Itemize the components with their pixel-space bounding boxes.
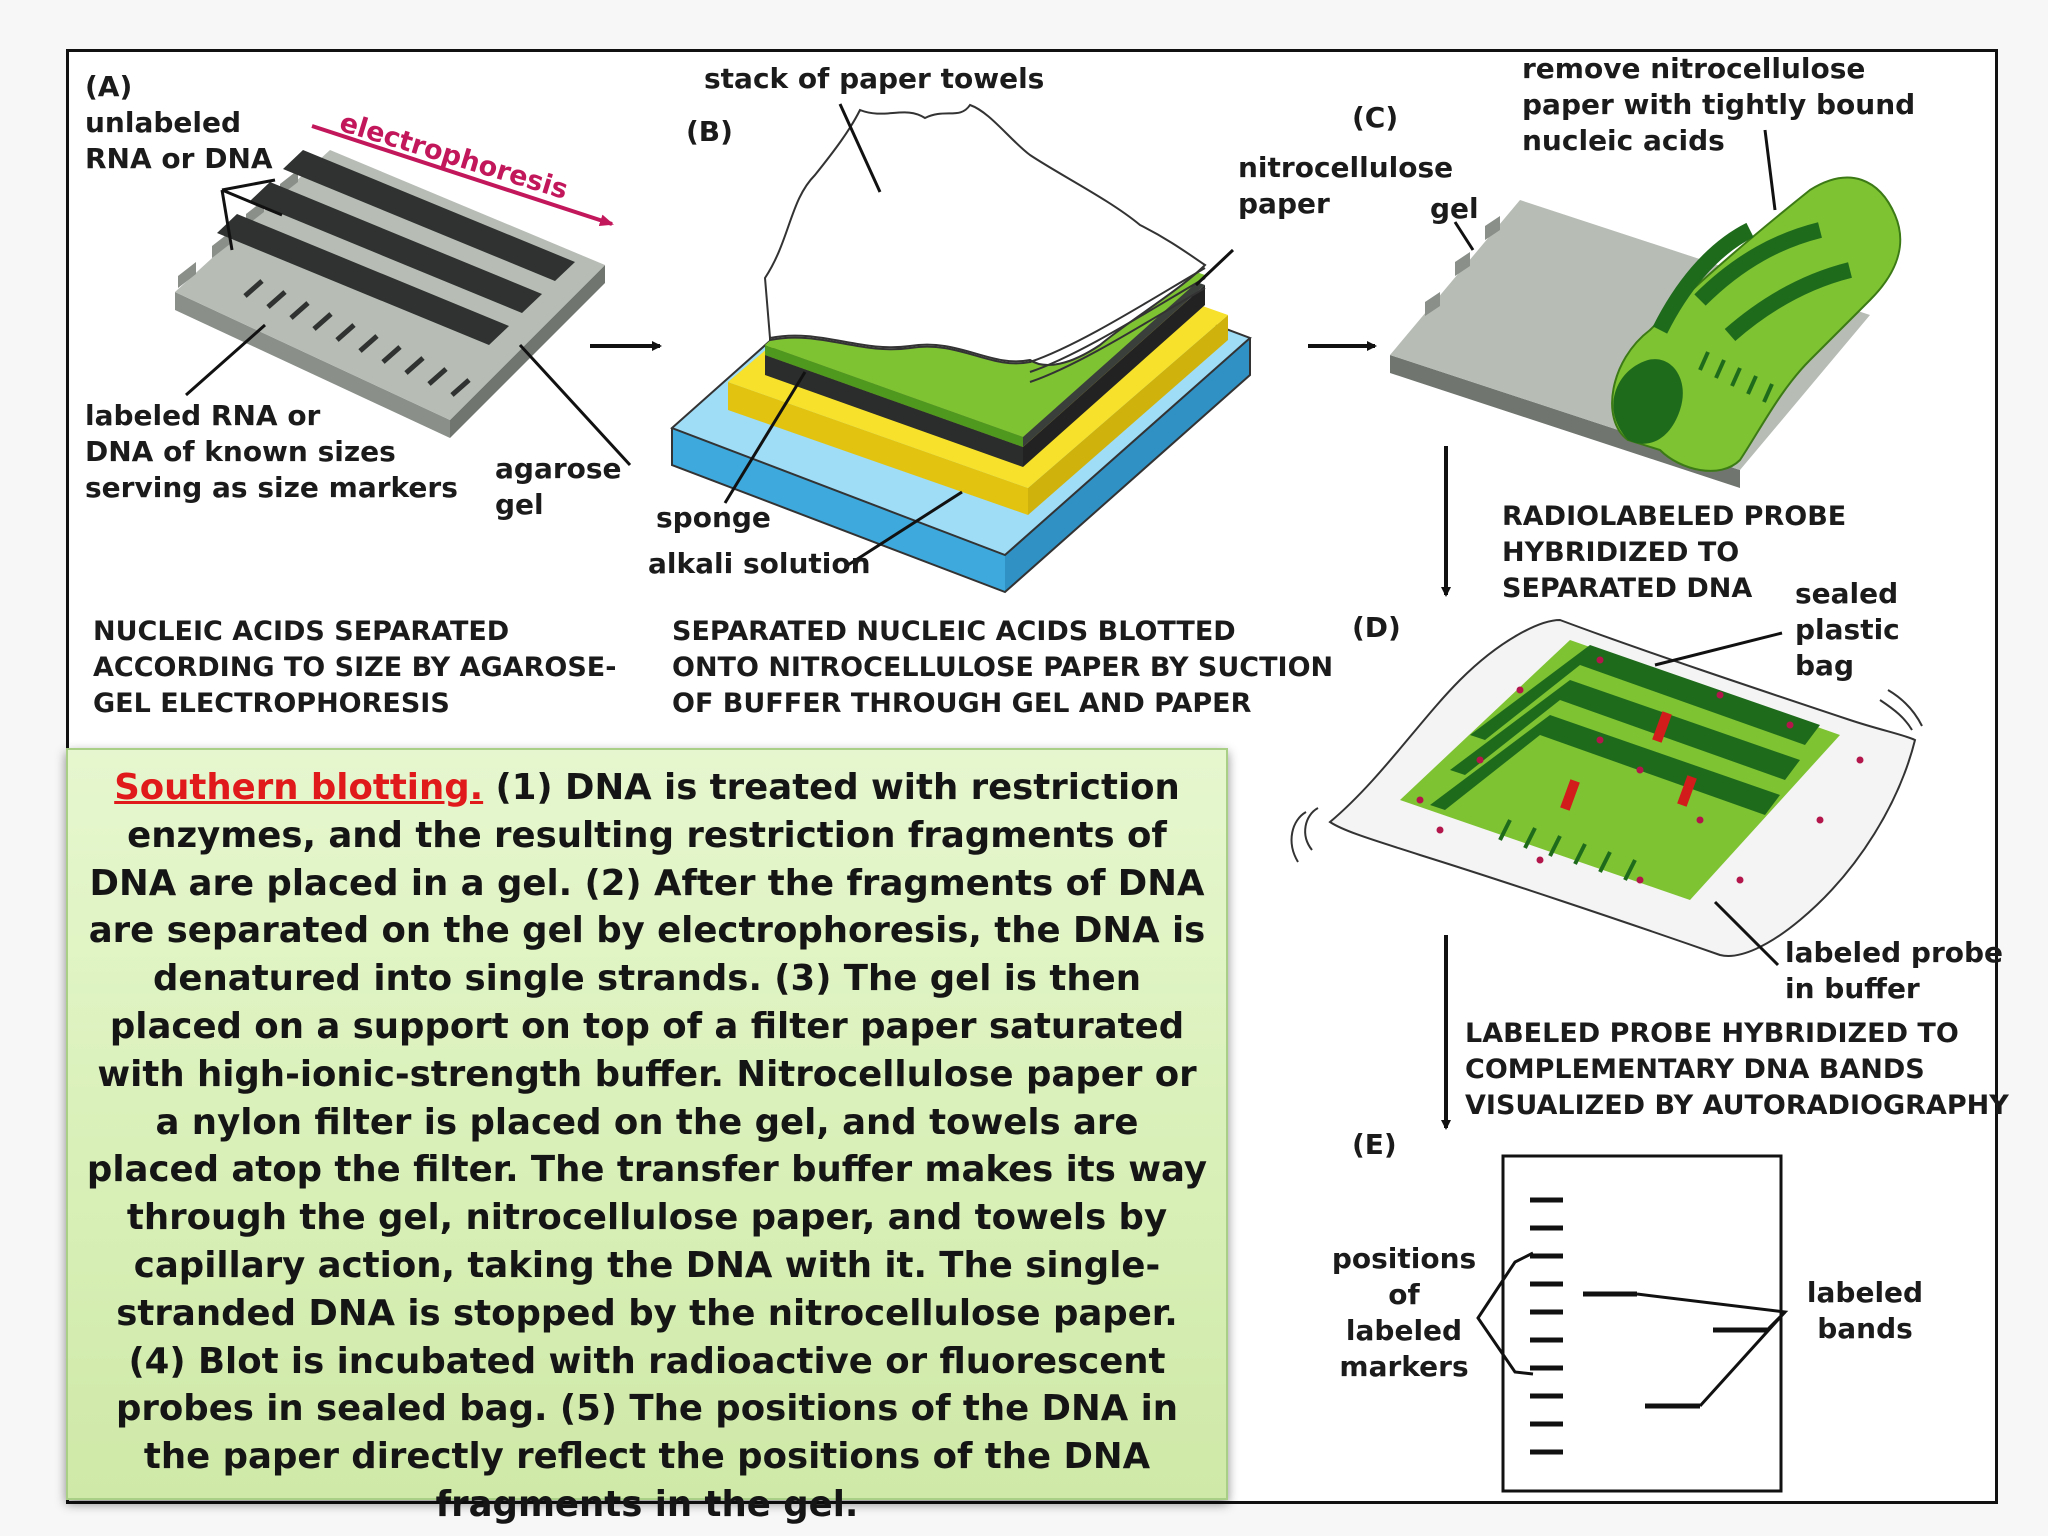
sealed-bag-label-line-1: sealed bbox=[1795, 577, 1898, 610]
caption-heading: Southern blotting. bbox=[114, 767, 484, 808]
step-c-caption-line-2: HYBRIDIZED TO bbox=[1502, 537, 1739, 568]
peeled-nitrocellulose-sheet bbox=[1611, 176, 1902, 472]
agarose-label-line-2: gel bbox=[495, 488, 544, 521]
nitrocellulose-label-line-2: paper bbox=[1238, 187, 1330, 220]
remove-label-line-1: remove nitrocellulose bbox=[1522, 52, 1865, 85]
gel-label: gel bbox=[1430, 192, 1479, 225]
alkali-solution-label: alkali solution bbox=[648, 547, 871, 580]
nitrocellulose-label-line-1: nitrocellulose bbox=[1238, 151, 1453, 184]
panel-d-tag: (D) bbox=[1352, 611, 1401, 644]
sponge-label: sponge bbox=[656, 501, 771, 534]
bands-label-line-1: labeled bbox=[1807, 1276, 1923, 1309]
paper-towel-top bbox=[763, 103, 1207, 366]
panel-c-tag: (C) bbox=[1352, 101, 1398, 134]
markers-label-line-4: markers bbox=[1339, 1350, 1468, 1383]
step-c-caption-line-3: SEPARATED DNA bbox=[1502, 573, 1752, 604]
sample-bands bbox=[1583, 1291, 1767, 1409]
step-d-caption-line-3: VISUALIZED BY AUTORADIOGRAPHY bbox=[1465, 1090, 2009, 1121]
panel-b-blot-stack bbox=[670, 103, 1252, 594]
panel-e-tag: (E) bbox=[1352, 1128, 1397, 1161]
step-b-caption-line-2: ONTO NITROCELLULOSE PAPER BY SUCTION bbox=[672, 652, 1333, 683]
step-a-caption-line-3: GEL ELECTROPHORESIS bbox=[93, 688, 450, 719]
unlabeled-label-line-1: unlabeled bbox=[85, 106, 241, 139]
panel-d-sealed-bag bbox=[1290, 618, 1923, 957]
remove-label-line-2: paper with tightly bound bbox=[1522, 88, 1915, 121]
panel-a-tag: (A) bbox=[85, 70, 132, 103]
panel-c-peel bbox=[1390, 176, 1902, 488]
panel-c-leaders bbox=[1453, 129, 1777, 251]
paper-towels-label: stack of paper towels bbox=[704, 62, 1044, 95]
electrophoresis-arrow bbox=[311, 124, 614, 226]
step-d-caption-line-1: LABELED PROBE HYBRIDIZED TO bbox=[1465, 1018, 1959, 1049]
step-a-caption-line-1: NUCLEIC ACIDS SEPARATED bbox=[93, 616, 509, 647]
unlabeled-label-line-2: RNA or DNA bbox=[85, 142, 273, 175]
southern-blotting-caption: Southern blotting. (1) DNA is treated wi… bbox=[66, 748, 1228, 1525]
labeled-probe-label-line-1: labeled probe bbox=[1785, 936, 2003, 969]
caption-body: (1) DNA is treated with restriction enzy… bbox=[86, 767, 1208, 1525]
step-d-caption-line-2: COMPLEMENTARY DNA BANDS bbox=[1465, 1054, 1925, 1085]
panel-b-leaders bbox=[723, 103, 1235, 567]
panel-e-autoradiograph bbox=[1476, 1154, 1789, 1493]
gel-lanes bbox=[217, 150, 575, 345]
sealed-bag-label-line-3: bag bbox=[1795, 649, 1854, 682]
markers-label-line-3: labeled bbox=[1346, 1314, 1462, 1347]
step-a-caption-line-2: ACCORDING TO SIZE BY AGAROSE- bbox=[93, 652, 616, 683]
panel-a-leaders bbox=[185, 178, 632, 467]
labeled-markers-line-1: labeled RNA or bbox=[85, 399, 321, 432]
step-b-caption-line-3: OF BUFFER THROUGH GEL AND PAPER bbox=[672, 688, 1252, 719]
remove-label-line-3: nucleic acids bbox=[1522, 124, 1725, 157]
marker-bands bbox=[1530, 1197, 1563, 1455]
bands-label-line-2: bands bbox=[1817, 1312, 1913, 1345]
labeled-markers-line-2: DNA of known sizes bbox=[85, 435, 396, 468]
sealed-bag-label-line-2: plastic bbox=[1795, 613, 1900, 646]
panel-b-tag: (B) bbox=[686, 115, 733, 148]
step-c-caption-line-1: RADIOLABELED PROBE bbox=[1502, 501, 1846, 532]
labeled-markers-line-3: serving as size markers bbox=[85, 471, 458, 504]
markers-label-line-2: of bbox=[1388, 1278, 1420, 1311]
step-b-caption-line-1: SEPARATED NUCLEIC ACIDS BLOTTED bbox=[672, 616, 1236, 647]
labeled-probe-label-line-2: in buffer bbox=[1785, 972, 1920, 1005]
panel-d-leaders bbox=[1654, 631, 1783, 967]
size-marker-bands bbox=[243, 279, 471, 397]
agarose-label-line-1: agarose bbox=[495, 452, 622, 485]
markers-label-line-1: positions bbox=[1332, 1242, 1476, 1275]
